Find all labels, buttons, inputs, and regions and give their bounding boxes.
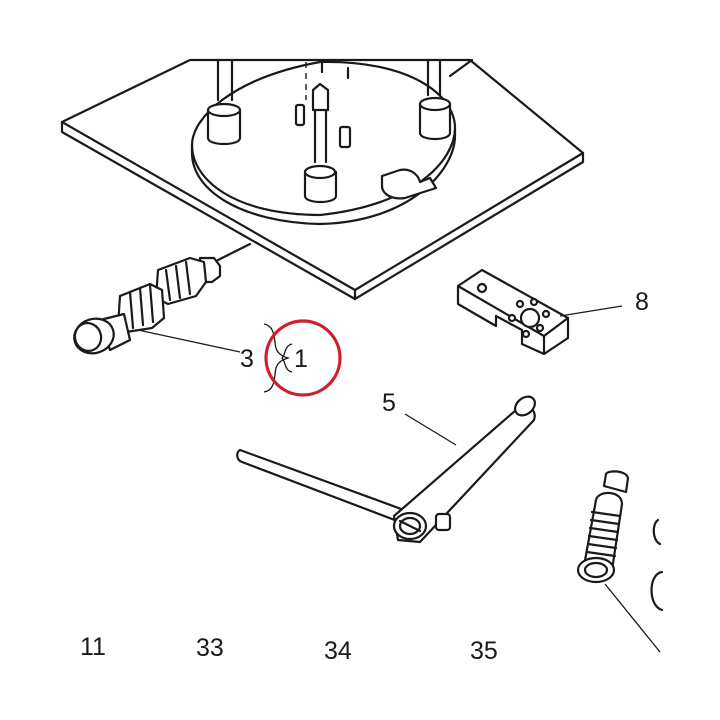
leader-lines [137, 305, 661, 653]
callout-3: 3 [240, 345, 254, 373]
highlight-circle [264, 319, 342, 397]
callout-34: 34 [324, 637, 352, 665]
callout-8: 8 [635, 288, 649, 316]
callout-5: 5 [382, 389, 396, 417]
group-bracket [263, 323, 291, 393]
group-brace [281, 343, 293, 373]
threaded-stud-part [576, 470, 664, 612]
callout-33: 33 [196, 634, 224, 662]
locating-plate-part [456, 268, 570, 356]
callout-1: 1 [294, 345, 308, 373]
callout-35: 35 [470, 637, 498, 665]
t-handle-wrench-part [236, 395, 536, 544]
callout-11: 11 [80, 633, 106, 661]
base-plate-assembly [60, 58, 585, 301]
indexing-plunger-part [73, 242, 252, 355]
